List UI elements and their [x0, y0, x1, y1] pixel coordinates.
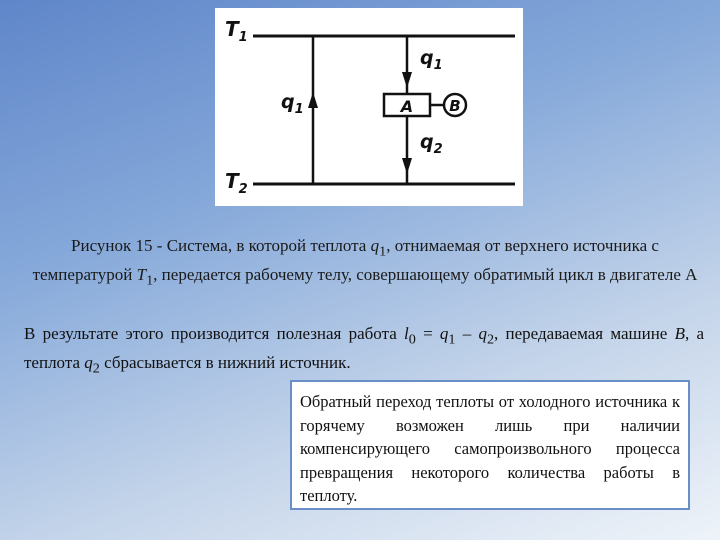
t1-label: T1	[225, 17, 248, 45]
down-arrow-icon	[402, 72, 412, 88]
figure-caption: Рисунок 15 - Система, в которой теплота …	[32, 236, 698, 289]
q1-left-label: q1	[281, 91, 304, 117]
machine-b-label: B	[449, 97, 460, 115]
note-text: Обратный переход теплоты от холодного ис…	[300, 392, 680, 505]
up-arrow-icon	[308, 92, 318, 108]
down-arrow-icon	[402, 158, 412, 174]
engine-a-label: A	[399, 97, 413, 116]
body-paragraph: В результате этого производится полезная…	[24, 324, 705, 377]
q2-label: q2	[420, 131, 443, 157]
machine-b-circle	[442, 92, 468, 118]
heat-engine-diagram: T1 T2 q1 q1 q2 A B	[215, 8, 523, 206]
q1-right-label: q1	[420, 47, 443, 73]
diagram-svg: T1 T2 q1 q1 q2 A B	[225, 17, 515, 197]
note-box: Обратный переход теплоты от холодного ис…	[290, 380, 690, 510]
t2-label: T2	[225, 169, 248, 197]
